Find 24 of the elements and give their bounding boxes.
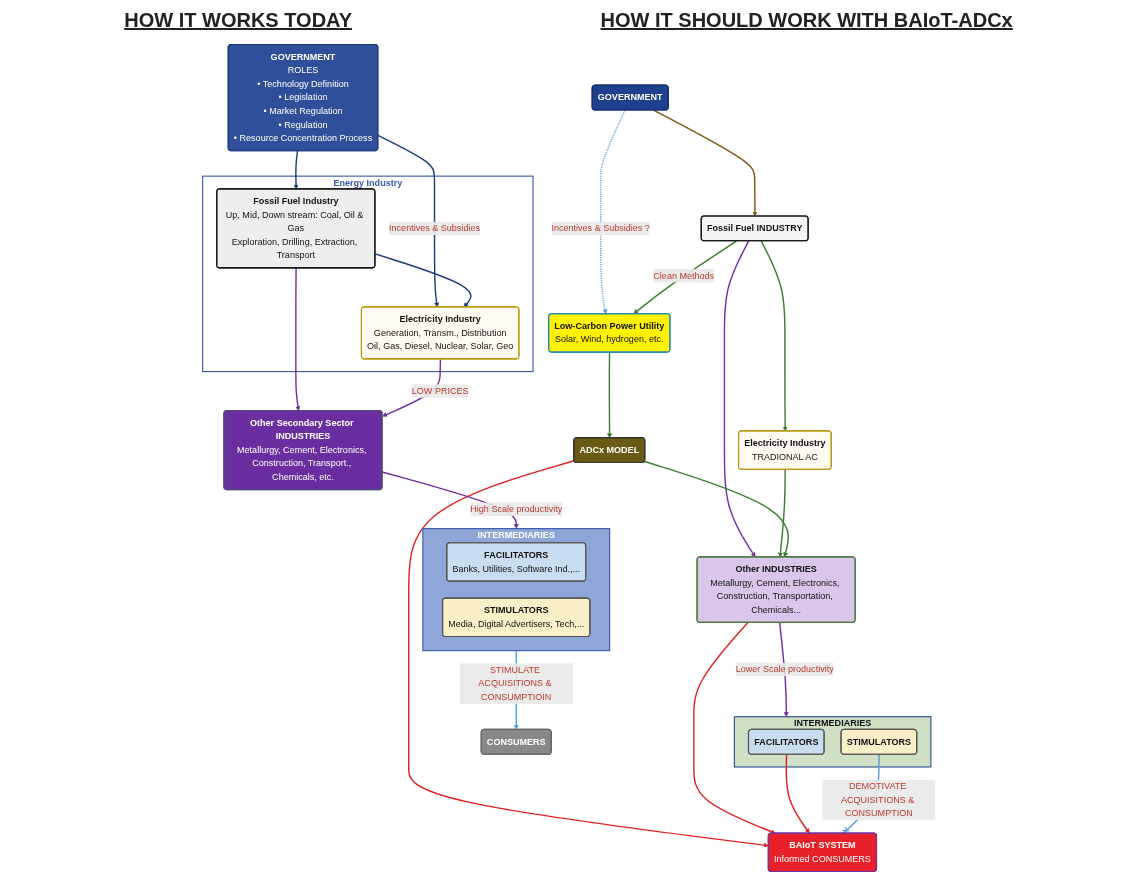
edge-label: Incentives & Subsidies bbox=[388, 223, 480, 233]
edge-label: STIMULATE ACQUISITIONS & CONSUMPTIOIN bbox=[477, 665, 552, 702]
arrow bbox=[374, 253, 472, 308]
edge-label: DEMOTIVATE ACQUISITIONS & CONSUMPTION bbox=[840, 781, 914, 819]
edge-label: High Scale productivity bbox=[469, 504, 562, 514]
arrow bbox=[785, 753, 810, 834]
edge-label: Incentives & Subsidies ? bbox=[550, 223, 650, 233]
arrow bbox=[294, 267, 300, 412]
arrow bbox=[652, 109, 757, 217]
arrow bbox=[723, 240, 756, 558]
arrow bbox=[293, 150, 298, 190]
arrow bbox=[599, 109, 626, 315]
panel-heading: HOW IT WORKS TODAY bbox=[124, 8, 353, 32]
arrow bbox=[760, 240, 788, 432]
arrow bbox=[778, 621, 789, 717]
panel-heading: HOW IT SHOULD WORK WITH BAIoT-ADCx bbox=[600, 8, 1013, 32]
arrow bbox=[606, 351, 612, 439]
arrow bbox=[632, 240, 737, 315]
edge-label: Clean Methods bbox=[652, 270, 714, 281]
edge-label: LOW PRICES bbox=[411, 385, 469, 396]
arrow bbox=[643, 460, 789, 558]
edge-label: Lower Scale productivity bbox=[735, 664, 834, 674]
arrow bbox=[692, 621, 776, 834]
arrow bbox=[777, 468, 786, 558]
